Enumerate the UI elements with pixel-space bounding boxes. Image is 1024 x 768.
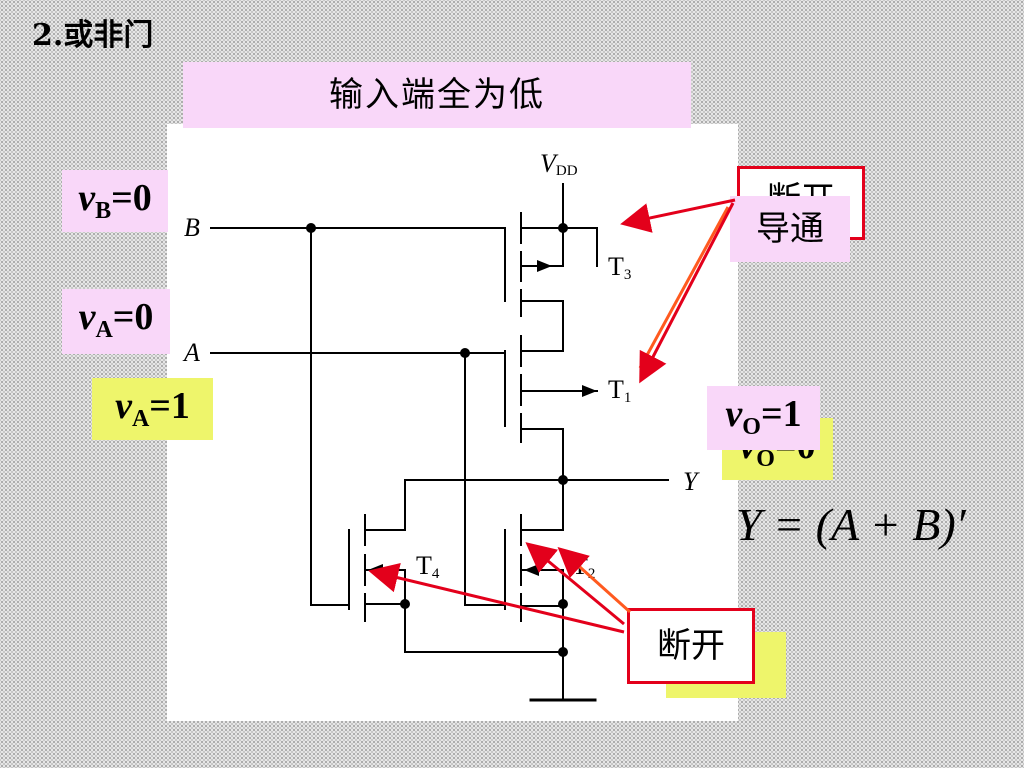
t2-subscript: 2 <box>588 566 596 582</box>
arrow-to-t4 <box>368 563 625 634</box>
vo1-label-box: vO=1 <box>707 386 820 450</box>
header-banner: 输入端全为低 <box>183 62 691 128</box>
t4-label: T <box>416 551 432 580</box>
arrow-to-t2-gate <box>525 542 625 626</box>
svg-text:T3: T3 <box>608 252 631 283</box>
arrow-to-t1-shadow <box>638 206 730 369</box>
input-a-label: A <box>182 338 200 367</box>
on-state-box: 导通 <box>730 196 850 262</box>
slide-title: 2.或非门 <box>32 18 154 53</box>
input-b-label: B <box>184 213 200 242</box>
t3-subscript: 3 <box>624 267 632 283</box>
arrow-to-t3 <box>620 198 736 233</box>
arrow-to-t2 <box>557 546 632 614</box>
svg-text:T1: T1 <box>608 375 631 406</box>
arrow-to-t1 <box>639 202 735 384</box>
t3-label: T <box>608 252 624 281</box>
nor-formula: Y = (A + B)′ <box>736 499 966 550</box>
va0-label-box: vA=0 <box>62 289 170 354</box>
va1-label-box: vA=1 <box>92 378 213 440</box>
t4-subscript: 4 <box>432 566 440 582</box>
svg-text:T4: T4 <box>416 551 440 582</box>
t1-label: T <box>608 375 624 404</box>
vdd-label: V <box>540 149 559 178</box>
svg-text:VDD: VDD <box>540 149 578 179</box>
vb-label-box: vB=0 <box>62 170 168 232</box>
vdd-subscript: DD <box>556 163 578 179</box>
off-bottom-box: 断开 <box>627 608 755 684</box>
output-y-label: Y <box>683 467 700 496</box>
t1-subscript: 1 <box>624 390 632 406</box>
